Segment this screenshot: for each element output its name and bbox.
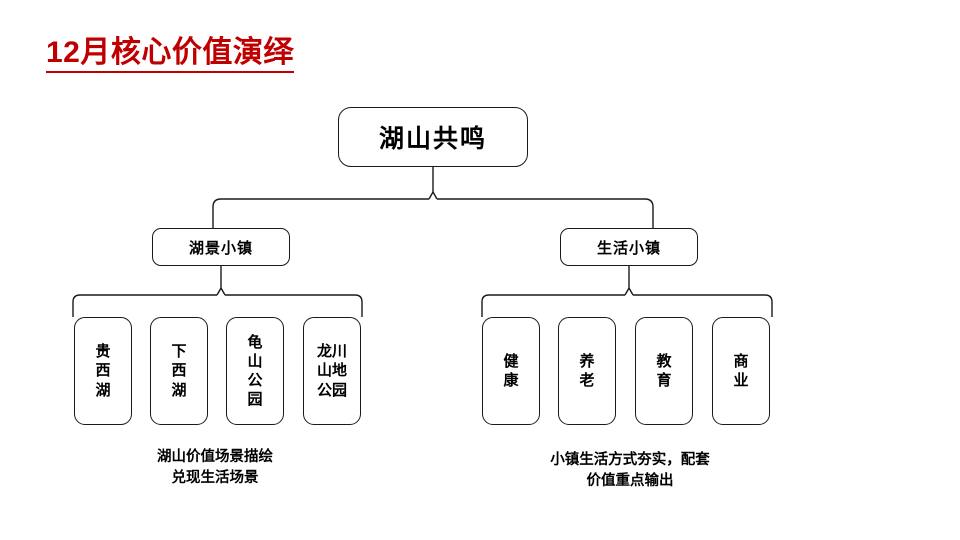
node-leaf-right-4-label: 商业 <box>733 352 749 389</box>
node-branch-lakeview-label: 湖景小镇 <box>188 239 253 257</box>
caption-right: 小镇生活方式夯实，配套 价值重点输出 <box>550 452 710 490</box>
caption-left: 湖山价值场景描绘 兑现生活场景 <box>157 449 273 487</box>
node-leaf-left-1[interactable]: 贵西湖 <box>74 317 132 425</box>
node-leaf-left-1-label: 贵西湖 <box>95 343 111 399</box>
page-title-text: 12月核心价值演绎 <box>46 36 294 73</box>
node-branch-life-label: 生活小镇 <box>596 239 661 257</box>
node-leaf-left-2-label: 下西湖 <box>171 343 187 399</box>
connector-right-bracket <box>481 287 773 317</box>
node-leaf-right-4[interactable]: 商业 <box>712 317 770 425</box>
node-leaf-right-1[interactable]: 健康 <box>482 317 540 425</box>
node-root[interactable]: 湖山共鸣 <box>338 107 528 167</box>
node-leaf-right-1-label: 健康 <box>503 352 519 389</box>
page-title: 12月核心价值演绎 <box>46 36 294 73</box>
connector-left-bracket <box>72 287 363 317</box>
node-leaf-right-3[interactable]: 教育 <box>635 317 693 425</box>
node-leaf-left-4-label: 龙川山地公园 <box>316 343 347 399</box>
connector-level1-bracket <box>212 191 654 228</box>
node-leaf-left-3[interactable]: 龟山公园 <box>226 317 284 425</box>
node-leaf-right-3-label: 教育 <box>656 352 672 389</box>
node-leaf-left-2[interactable]: 下西湖 <box>150 317 208 425</box>
node-leaf-left-3-label: 龟山公园 <box>247 333 263 409</box>
node-leaf-right-2[interactable]: 养老 <box>558 317 616 425</box>
node-leaf-right-2-label: 养老 <box>579 352 595 389</box>
node-leaf-left-4[interactable]: 龙川山地公园 <box>303 317 361 425</box>
node-branch-life[interactable]: 生活小镇 <box>560 228 698 266</box>
node-root-label: 湖山共鸣 <box>378 125 487 153</box>
node-branch-lakeview[interactable]: 湖景小镇 <box>152 228 290 266</box>
